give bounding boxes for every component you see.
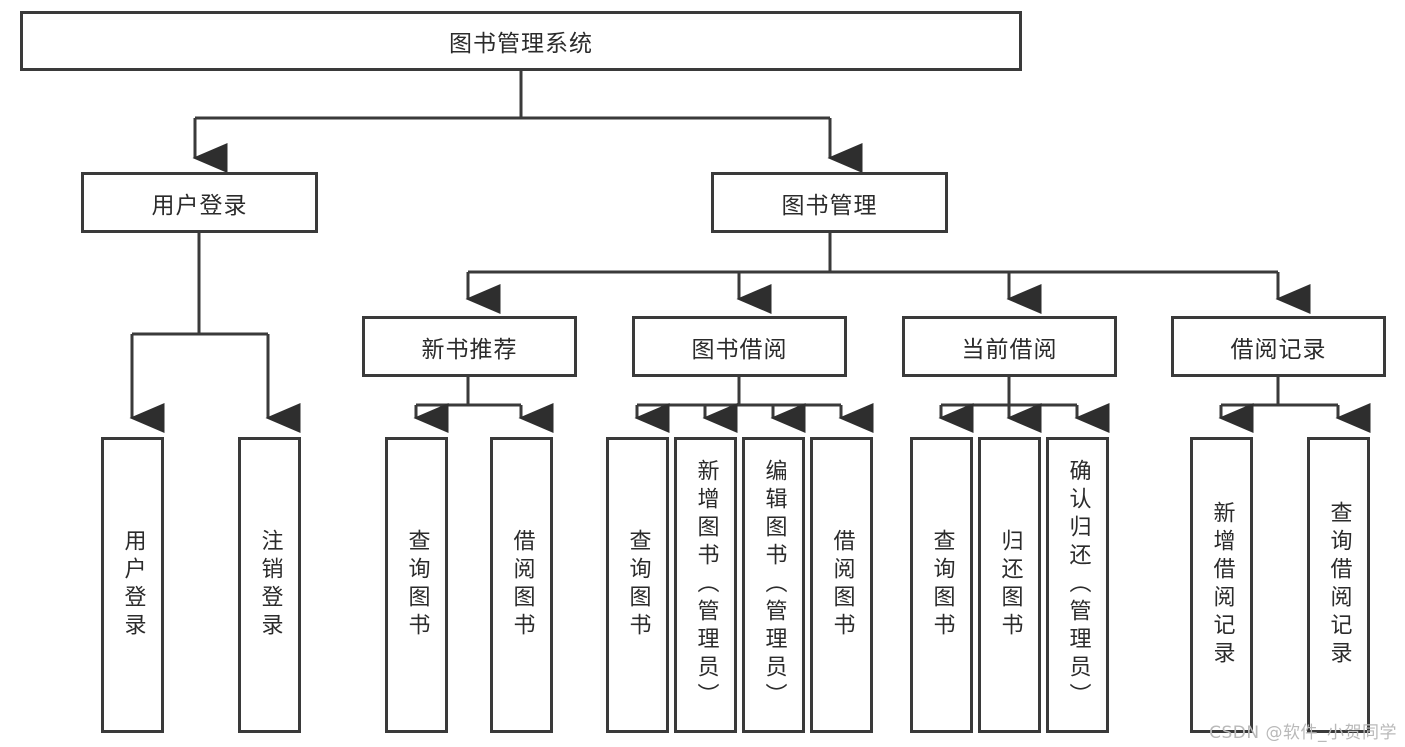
node-label: 确认归还（管理员）: [1065, 459, 1091, 711]
node-label: 当前借阅: [961, 336, 1058, 363]
node-leaf-query-book-borrow[interactable]: 查询图书: [606, 437, 669, 733]
node-label: 图书借阅: [691, 336, 788, 363]
node-label: 图书管理系统: [449, 31, 593, 57]
node-leaf-borrow-book[interactable]: 借阅图书: [810, 437, 873, 733]
node-label: 新书推荐: [421, 336, 518, 363]
watermark-text: CSDN @软件_小贺同学: [1209, 723, 1397, 743]
node-label: 新增借阅记录: [1209, 501, 1235, 669]
node-label: 查询借阅记录: [1326, 501, 1352, 669]
node-book-management[interactable]: 图书管理: [711, 172, 948, 233]
node-label: 借阅图书: [509, 529, 535, 641]
node-leaf-return-book[interactable]: 归还图书: [978, 437, 1041, 733]
node-leaf-query-borrow-record[interactable]: 查询借阅记录: [1307, 437, 1370, 733]
node-label: 借阅图书: [829, 529, 855, 641]
node-label: 归还图书: [997, 529, 1023, 641]
node-label: 查询图书: [404, 529, 430, 641]
node-label: 查询图书: [929, 529, 955, 641]
node-current-borrowing[interactable]: 当前借阅: [902, 316, 1117, 377]
node-label: 用户登录: [151, 192, 248, 219]
node-new-book-recommendation[interactable]: 新书推荐: [362, 316, 577, 377]
node-root-book-management-system[interactable]: 图书管理系统: [20, 11, 1022, 71]
node-label: 新增图书（管理员）: [693, 459, 719, 711]
node-leaf-borrow-book-rec[interactable]: 借阅图书: [490, 437, 553, 733]
node-label: 查询图书: [625, 529, 651, 641]
node-user-login[interactable]: 用户登录: [81, 172, 318, 233]
node-leaf-edit-book-admin[interactable]: 编辑图书（管理员）: [742, 437, 805, 733]
node-book-borrowing[interactable]: 图书借阅: [632, 316, 847, 377]
node-leaf-add-book-admin[interactable]: 新增图书（管理员）: [674, 437, 737, 733]
node-leaf-confirm-return-admin[interactable]: 确认归还（管理员）: [1046, 437, 1109, 733]
node-leaf-user-login[interactable]: 用户登录: [101, 437, 164, 733]
node-leaf-query-book-current[interactable]: 查询图书: [910, 437, 973, 733]
node-label: 用户登录: [120, 529, 146, 641]
node-label: 编辑图书（管理员）: [761, 459, 787, 711]
node-label: 图书管理: [781, 192, 878, 219]
node-borrowing-record[interactable]: 借阅记录: [1171, 316, 1386, 377]
node-label: 注销登录: [257, 529, 283, 641]
node-leaf-query-book-rec[interactable]: 查询图书: [385, 437, 448, 733]
node-leaf-add-borrow-record[interactable]: 新增借阅记录: [1190, 437, 1253, 733]
node-label: 借阅记录: [1230, 336, 1327, 363]
node-leaf-logout[interactable]: 注销登录: [238, 437, 301, 733]
